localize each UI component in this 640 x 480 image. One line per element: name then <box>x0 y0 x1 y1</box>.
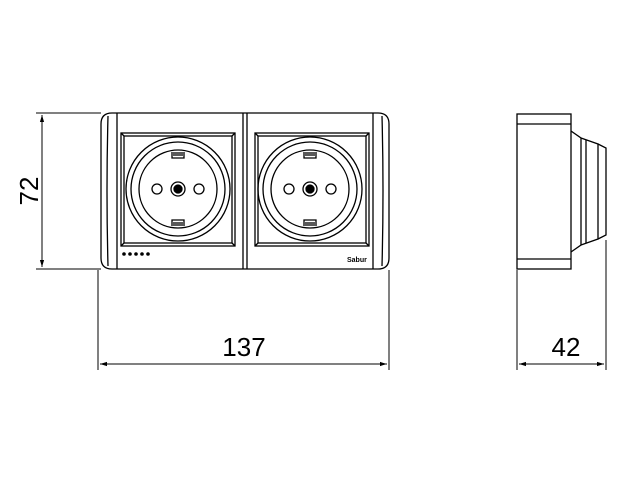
front-view <box>100 112 390 270</box>
socket-right <box>254 132 370 247</box>
height-dimension-label: 72 <box>14 177 44 206</box>
side-view <box>516 113 607 270</box>
dimension-lines <box>36 112 607 370</box>
brand-logo: Sabur <box>347 257 367 264</box>
depth-dimension-label: 42 <box>552 332 581 362</box>
width-dimension-label: 137 <box>222 332 265 362</box>
socket-left <box>120 132 236 256</box>
frame-outline <box>100 112 390 270</box>
